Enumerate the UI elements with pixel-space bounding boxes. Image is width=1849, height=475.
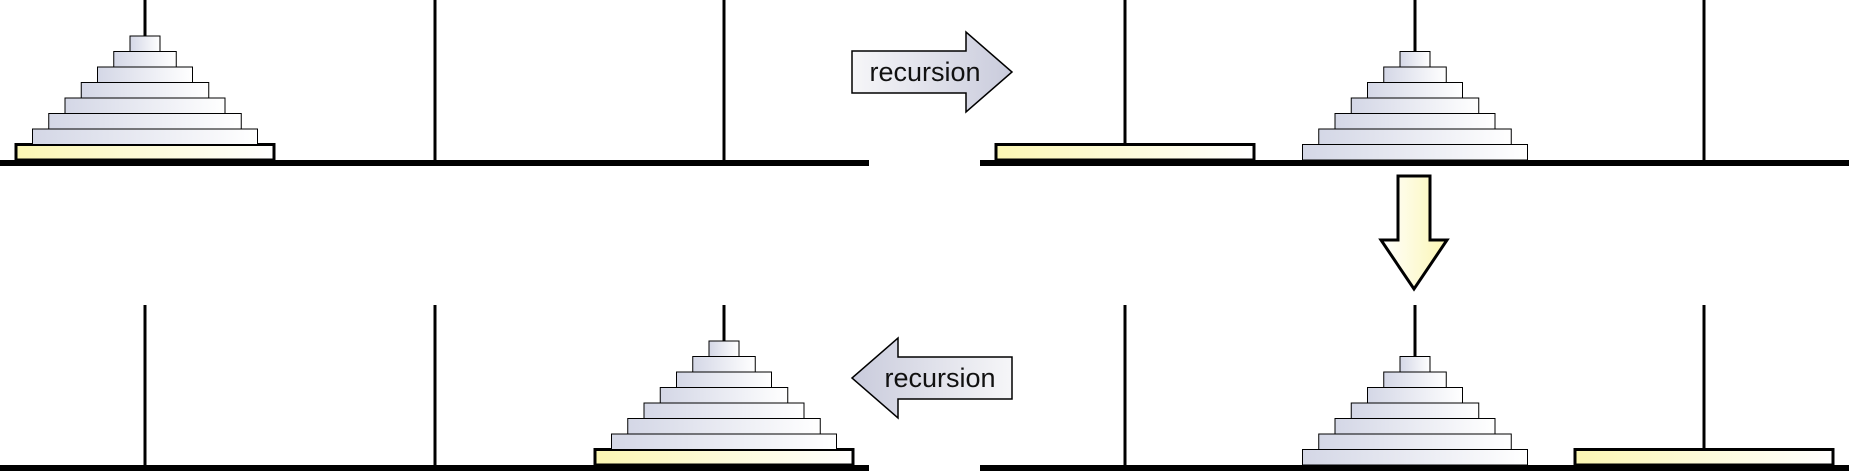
small-disk <box>676 371 772 388</box>
small-disk <box>48 113 242 130</box>
small-disk <box>129 35 161 52</box>
right-arrow-icon <box>851 30 1014 114</box>
small-disk <box>1399 51 1431 68</box>
small-disk <box>1350 97 1480 114</box>
small-disk <box>627 418 821 435</box>
large-disk <box>14 143 276 162</box>
left-arrow-icon <box>850 336 1013 420</box>
small-disk <box>1318 433 1512 450</box>
small-disk <box>32 128 258 145</box>
small-disk <box>1334 418 1496 435</box>
small-disk <box>1367 387 1463 404</box>
panel-final <box>0 305 869 471</box>
small-disk <box>708 340 740 357</box>
recursion-label-top: recursion <box>869 57 980 87</box>
large-disk <box>994 143 1256 162</box>
small-disk <box>80 82 210 99</box>
small-disk <box>1383 66 1447 83</box>
recursion-label-bottom: recursion <box>884 363 995 393</box>
small-disk <box>692 356 756 373</box>
small-disk <box>611 433 837 450</box>
large-disk <box>593 448 855 467</box>
panel-after-first-recursion <box>980 0 1849 166</box>
small-disk <box>1367 82 1463 99</box>
panel-initial <box>0 0 869 166</box>
small-disk <box>113 51 177 68</box>
small-disk <box>1318 128 1512 145</box>
small-disk <box>1350 402 1480 419</box>
recursion-arrow-right: recursion <box>851 30 1014 114</box>
recursion-arrow-left: recursion <box>850 336 1013 420</box>
panel-after-move <box>980 305 1849 471</box>
small-disk <box>64 97 226 114</box>
small-disk <box>1334 113 1496 130</box>
large-disk <box>1573 448 1835 467</box>
small-disk <box>1399 356 1431 373</box>
small-disk <box>643 402 805 419</box>
small-disk <box>1302 449 1528 466</box>
small-disk <box>659 387 789 404</box>
down-arrow-icon <box>1378 174 1450 292</box>
small-disk <box>1383 371 1447 388</box>
small-disk <box>97 66 193 83</box>
small-disk <box>1302 144 1528 161</box>
